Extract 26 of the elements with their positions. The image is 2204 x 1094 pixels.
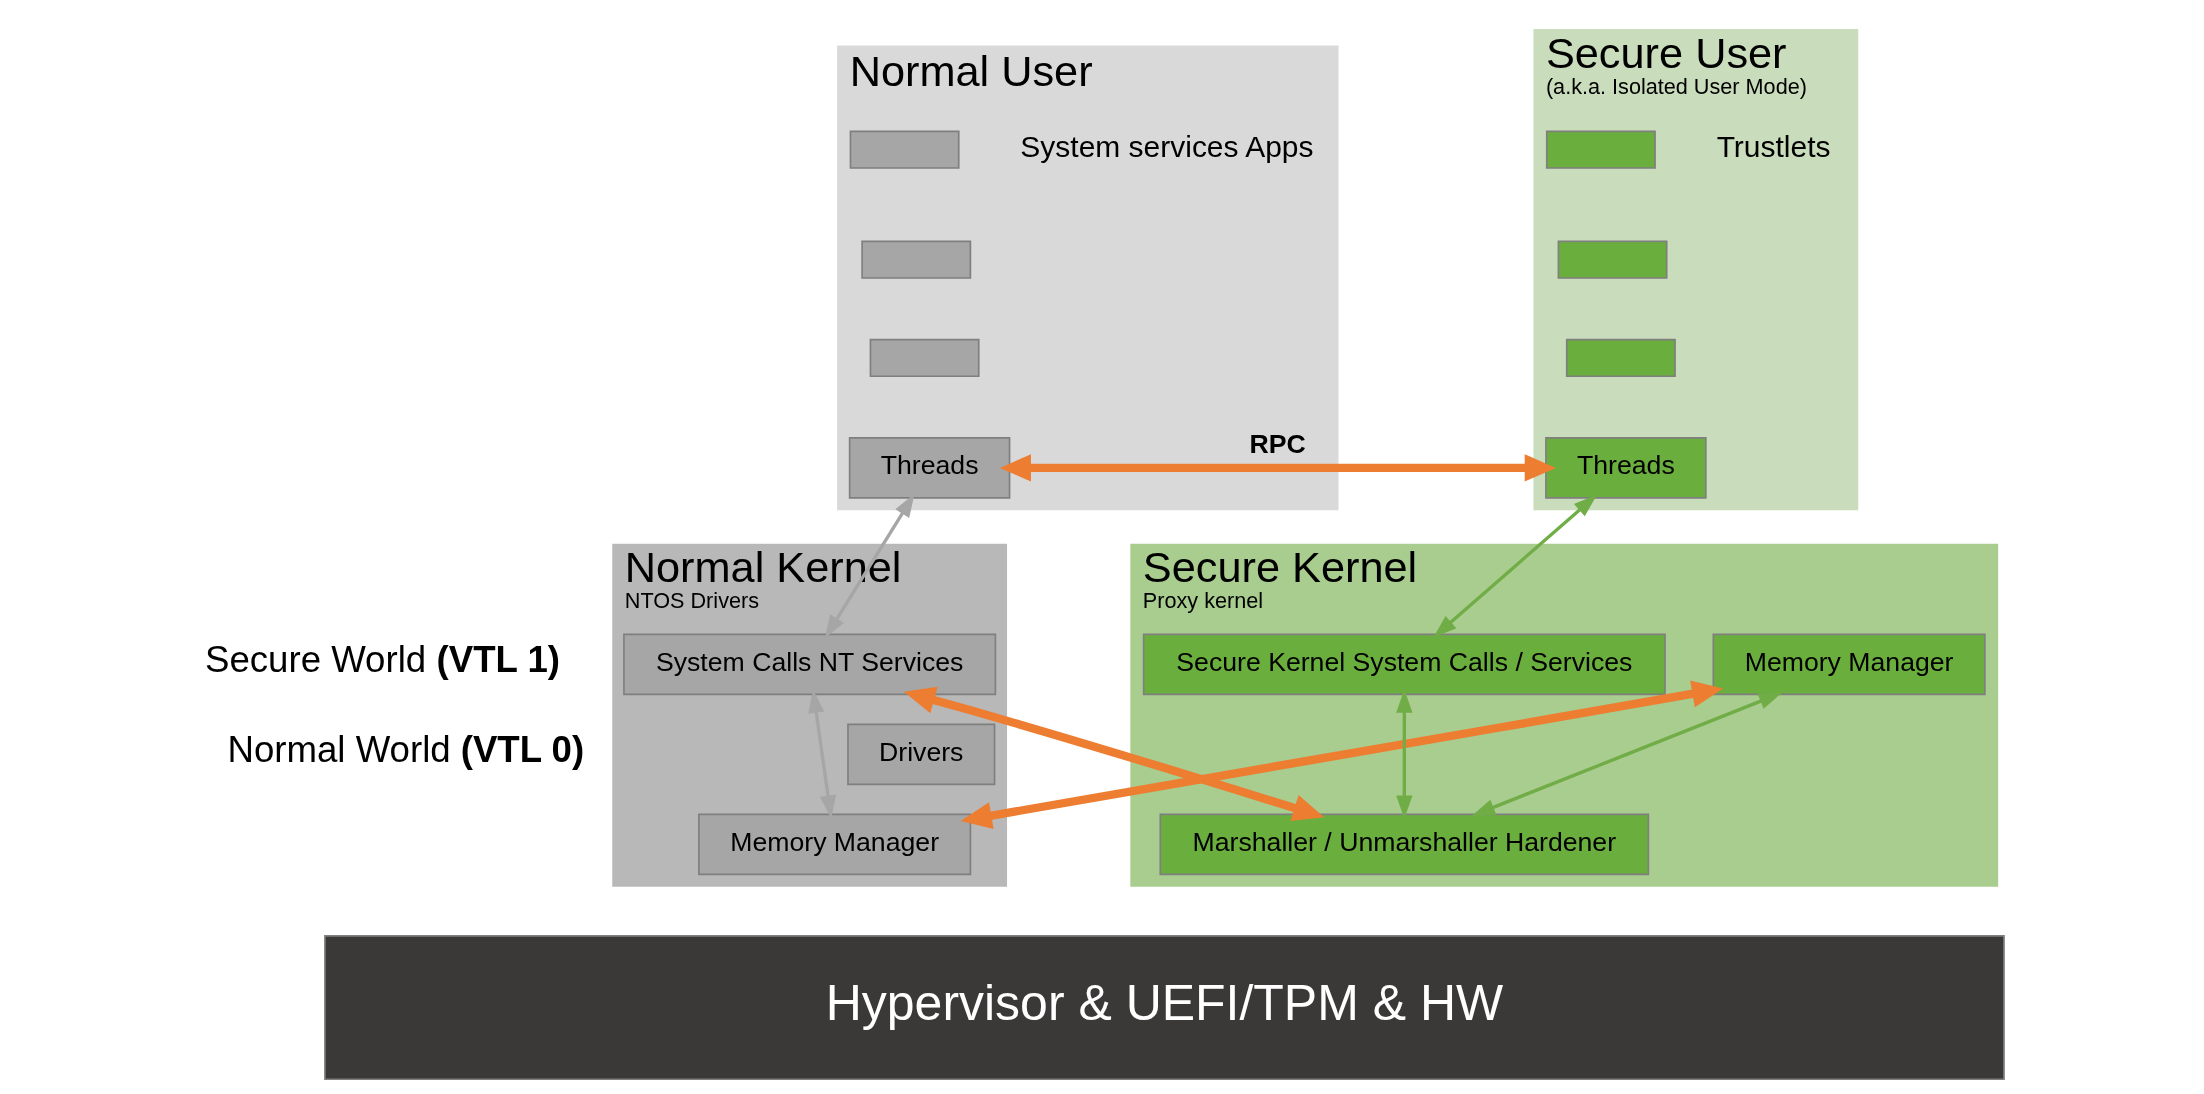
node-box: Memory Manager [698,813,972,876]
node-box: Hypervisor & UEFI/TPM & HW [324,935,2005,1081]
node-box: System Calls NT Services [623,633,997,696]
arrow [903,686,1325,822]
node-box: Threads [1545,437,1707,499]
label: Normal World (VTL 0) [227,729,585,771]
label: System services Apps [1020,130,1314,164]
edge-label: RPC [1249,428,1306,459]
node-box: Memory Manager [1712,633,1986,696]
node-box: Threads [848,437,1011,499]
label: Secure World (VTL 1) [204,639,560,681]
node-box [861,240,972,279]
node-box: Marshaller / Unmarshaller Hardener [1159,813,1650,876]
arrow [960,680,1724,830]
node-box [849,130,960,169]
arrow [1433,494,1597,638]
node-box: Secure Kernel System Calls / Services [1142,633,1666,696]
label: Trustlets [1716,130,1831,164]
node-box [1545,130,1656,169]
arrow [1471,692,1783,816]
node-box [869,338,980,378]
node-box [1557,240,1668,279]
node-box [1565,338,1676,378]
arrow [999,454,1556,482]
node-box: Drivers [847,723,996,786]
arrow [1396,689,1413,819]
